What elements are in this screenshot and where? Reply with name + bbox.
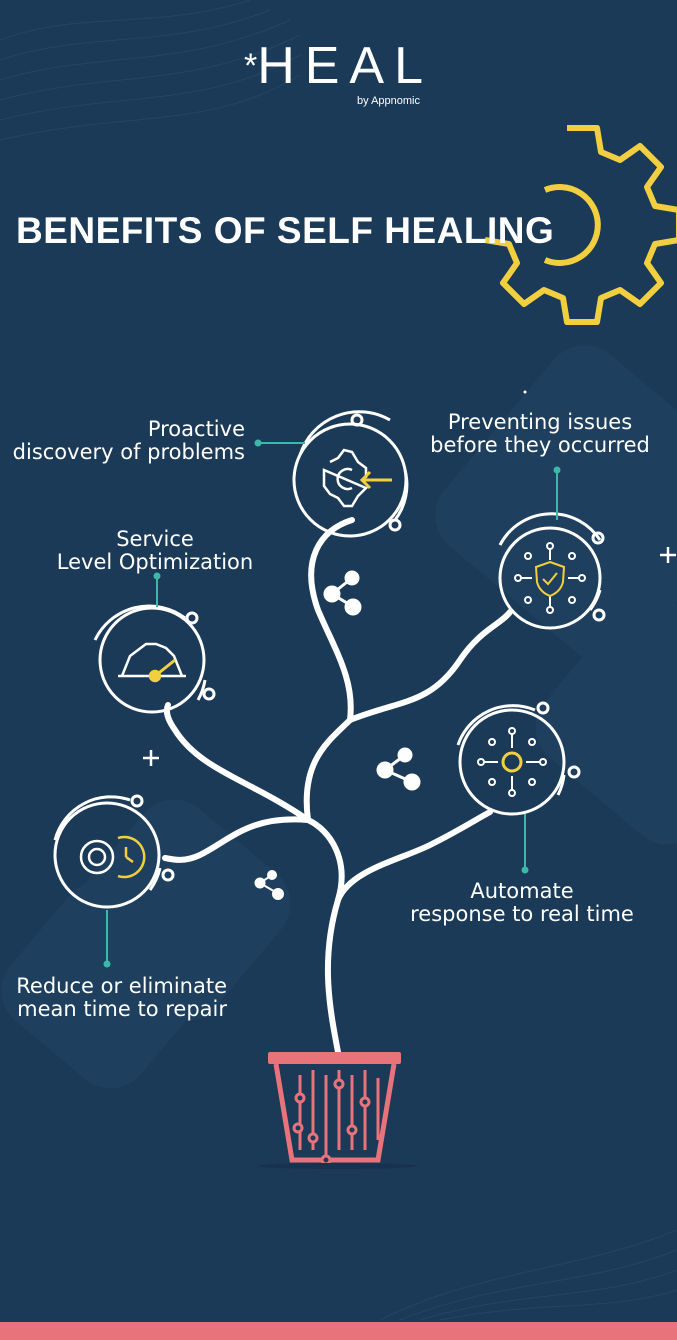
dot-decor [523, 390, 527, 394]
gear-arrow-icon [322, 448, 392, 508]
benefit-label-proactive: Proactive discovery of problems [0, 418, 245, 464]
benefit-line: Automate [470, 879, 574, 903]
tree-branches [162, 517, 513, 1055]
connector-service [153, 572, 161, 607]
footer-bar [0, 1322, 677, 1340]
benefit-line: before they occurred [430, 433, 650, 457]
benefit-label-preventing: Preventing issues before they occurred [420, 411, 660, 457]
benefit-line: Service [116, 527, 194, 551]
benefit-line: Reduce or eliminate [16, 974, 227, 998]
benefit-node-proactive [292, 410, 409, 538]
benefit-line: discovery of problems [12, 440, 245, 464]
connector-proactive [254, 439, 305, 447]
brand-byline: by Appnomic [357, 95, 420, 107]
plant-pot [258, 1052, 418, 1169]
benefit-node-preventing [498, 512, 606, 630]
benefit-label-automate: Automate response to real time [400, 880, 644, 926]
benefit-line: mean time to repair [17, 997, 227, 1021]
share-icon [376, 747, 421, 791]
top-left-swirl [0, 0, 301, 141]
brand-logo: *HEAL [0, 40, 677, 92]
brand-name: HEAL [257, 37, 434, 95]
bottom-right-swirl [379, 1229, 677, 1321]
benefit-line: response to real time [410, 902, 634, 926]
plus-icon [660, 547, 676, 563]
benefit-node-service [93, 604, 216, 714]
gear-icon [484, 125, 677, 325]
brand-star: * [243, 47, 258, 85]
gear-network-icon [477, 727, 547, 797]
connector-preventing [553, 466, 561, 520]
benefit-node-automate [456, 701, 581, 816]
shield-check-network-icon [514, 542, 586, 614]
benefit-label-service: Service Level Optimization [40, 528, 270, 574]
benefit-line: Level Optimization [56, 550, 254, 574]
benefit-node-reduce [53, 794, 175, 909]
benefit-line: Preventing issues [447, 410, 633, 434]
speed-gauge-icon [118, 642, 186, 683]
share-icon [254, 870, 284, 900]
benefit-label-reduce: Reduce or eliminate mean time to repair [0, 975, 227, 1021]
plus-icon [143, 750, 159, 766]
page-title: BENEFITS OF SELF HEALING [16, 209, 555, 251]
benefit-line: Proactive [147, 417, 245, 441]
gear-clock-icon [79, 835, 146, 879]
connector-reduce [103, 910, 111, 968]
connector-automate [521, 814, 529, 874]
share-icon [323, 570, 362, 616]
